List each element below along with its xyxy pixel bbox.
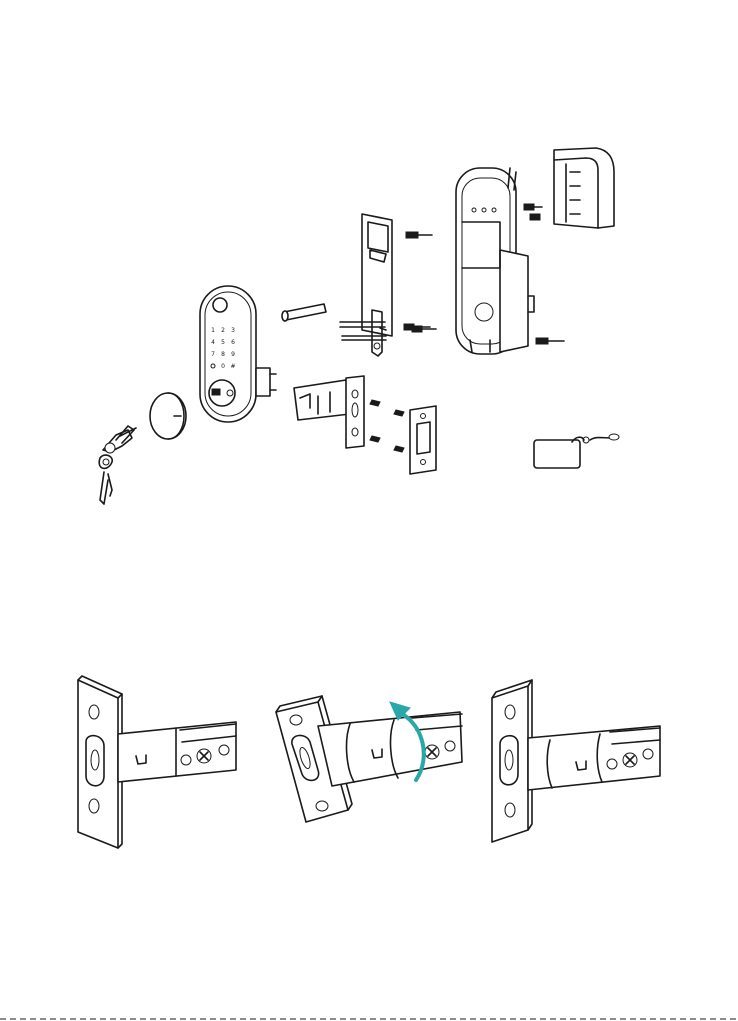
- key-8: 8: [221, 351, 225, 358]
- interior-cover: [150, 393, 186, 439]
- key-1: 1: [211, 327, 215, 334]
- strike-plate: [410, 406, 436, 474]
- latch-step-3: [492, 680, 660, 842]
- plate-screws: [404, 232, 436, 332]
- latch-step-1: [78, 676, 236, 848]
- key-0: 0: [221, 363, 225, 370]
- key-4: 4: [211, 339, 215, 346]
- spindle: [282, 304, 326, 321]
- strike-screws: [370, 400, 404, 452]
- latch-small: [294, 376, 364, 448]
- key-7: 7: [211, 351, 215, 358]
- key-3: 3: [231, 327, 235, 334]
- mounting-plate: [362, 214, 392, 356]
- key-hash: #: [230, 363, 235, 370]
- key-6: 6: [231, 339, 235, 346]
- latch-step-2: [276, 696, 462, 822]
- key-5: 5: [221, 339, 225, 346]
- key-9: 9: [231, 351, 235, 358]
- rfid-card: [534, 434, 619, 468]
- battery-cover: [554, 148, 614, 228]
- keys: [99, 426, 136, 504]
- key-2: 2: [221, 327, 225, 334]
- interior-assembly: [456, 168, 534, 354]
- exterior-keypad: 1 2 3 4 5 6 7 8 9 0 #: [200, 286, 276, 422]
- exploded-view: 1 2 3 4 5 6 7 8 9 0 #: [99, 148, 619, 504]
